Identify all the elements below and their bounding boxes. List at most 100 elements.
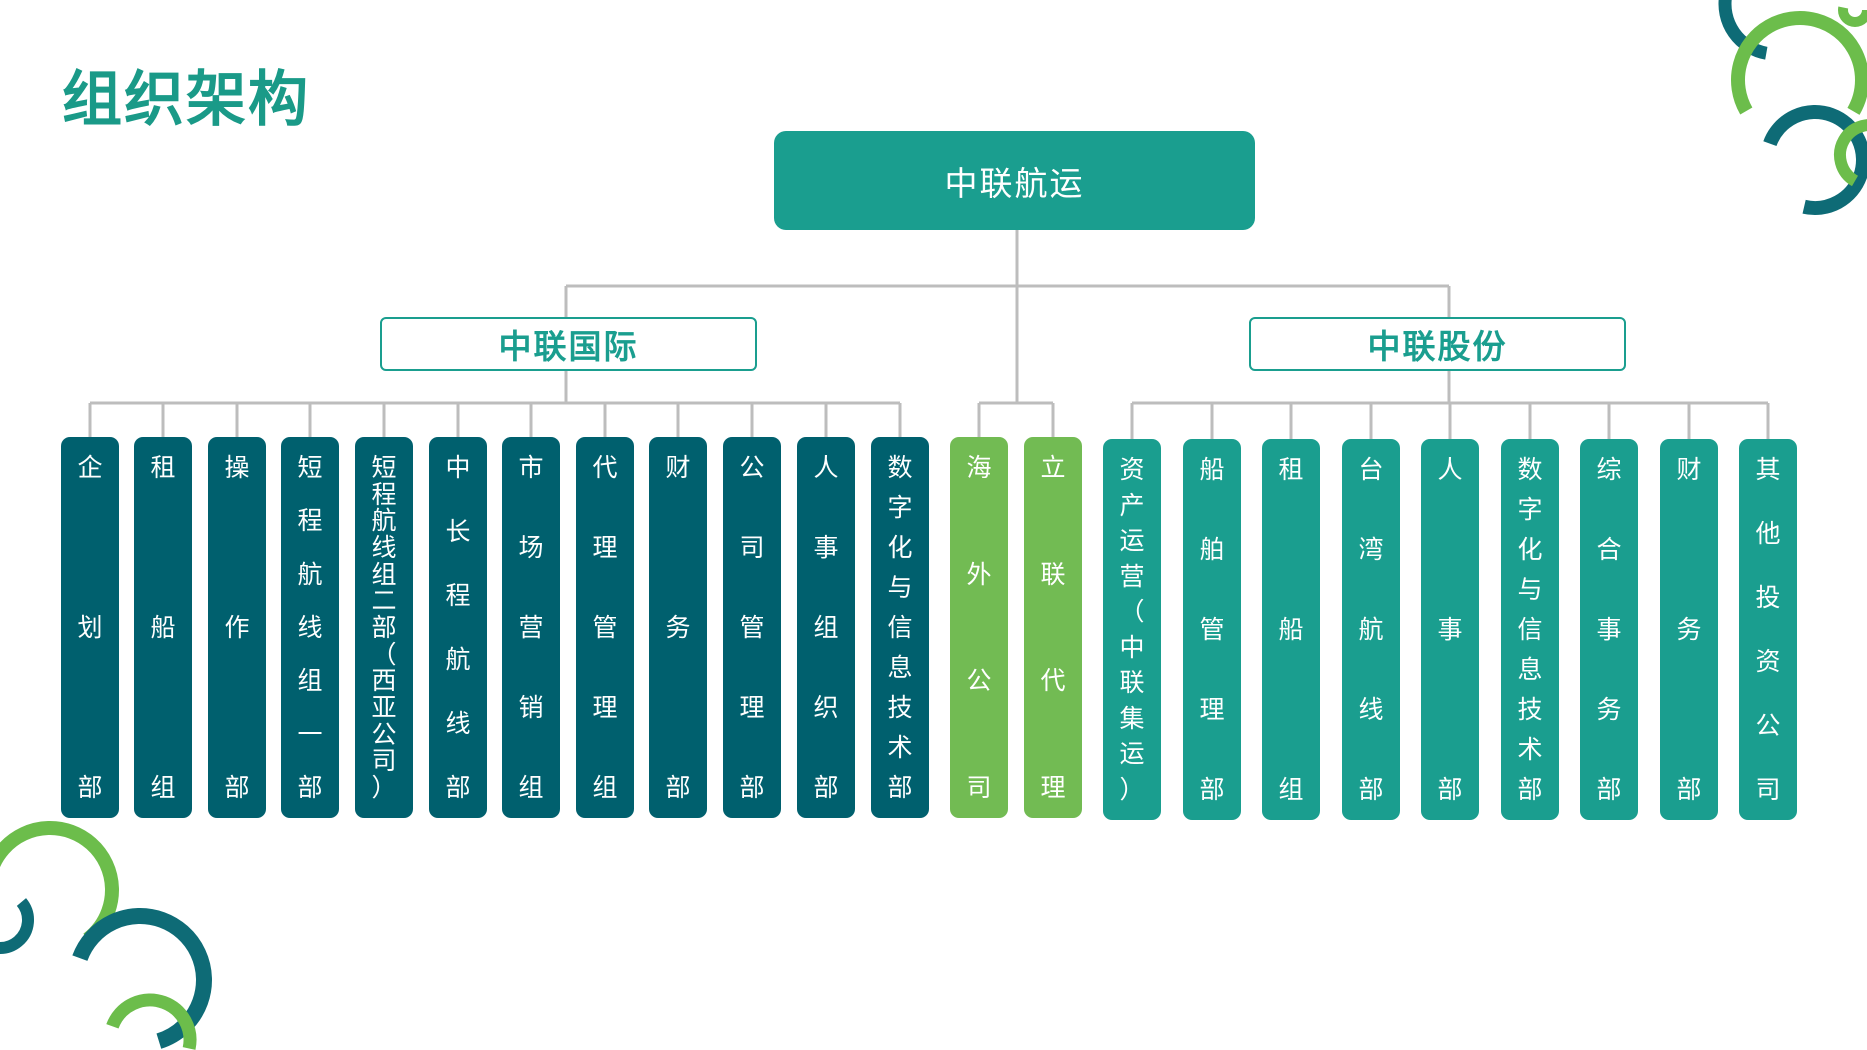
department-char: 海 [966, 453, 992, 482]
department-char: 运 [1119, 739, 1145, 769]
department-char: 理 [592, 693, 618, 722]
department-char: 线 [1358, 695, 1384, 724]
department-char: 人 [1437, 455, 1463, 484]
branch-node-label: 中联国际 [498, 327, 639, 366]
department-char: 事 [813, 533, 839, 562]
department-shares-7: 综合事务部 [1580, 439, 1638, 820]
department-char: 场 [518, 533, 544, 562]
department-char: 航 [1358, 615, 1384, 644]
department-shares-1: 资产运营（中联集运） [1103, 439, 1161, 820]
department-shares-3: 租船组 [1262, 439, 1320, 820]
department-intl-5: 短程航线组二部（西亚公司） [355, 437, 413, 818]
department-char: 化 [887, 533, 913, 562]
department-char: 管 [592, 613, 618, 642]
department-char: 部 [445, 773, 471, 802]
department-char: 理 [739, 693, 765, 722]
department-char: 航 [371, 506, 397, 536]
department-char: 财 [1676, 455, 1702, 484]
department-char: 司 [371, 746, 397, 776]
department-char: 化 [1517, 535, 1543, 564]
department-char: 务 [1596, 695, 1622, 724]
department-char: 联 [1119, 668, 1145, 698]
department-char: 技 [1517, 695, 1543, 724]
department-char: 合 [1596, 535, 1622, 564]
department-char: 管 [1199, 615, 1225, 644]
department-intl-9: 财务部 [649, 437, 707, 818]
department-char: 数 [1517, 455, 1543, 484]
department-char: 务 [1676, 615, 1702, 644]
department-char: 长 [445, 517, 471, 546]
department-char: ） [1119, 774, 1145, 804]
department-char: 台 [1358, 455, 1384, 484]
department-char: 营 [518, 613, 544, 642]
department-char: 船 [150, 613, 176, 642]
branch-node-label: 中联股份 [1367, 327, 1508, 366]
department-char: 操 [224, 453, 250, 482]
department-char: 亚 [371, 692, 397, 722]
department-shares-6: 数字化与信息技术部 [1501, 439, 1559, 820]
branch-node-zhonglian-intl: 中联国际 [380, 317, 757, 371]
department-char: 字 [1517, 495, 1543, 524]
department-intl-7: 市场营销组 [502, 437, 560, 818]
department-char: 作 [224, 613, 250, 642]
department-shares-2: 船舶管理部 [1183, 439, 1241, 820]
department-char: 息 [887, 653, 913, 682]
department-char: 部 [887, 773, 913, 802]
department-char: 程 [297, 506, 323, 536]
department-char: 外 [966, 559, 992, 589]
department-char: 部 [297, 772, 323, 802]
department-char: 部 [1517, 775, 1543, 804]
department-char: 部 [224, 773, 250, 802]
department-char: ） [371, 772, 397, 802]
department-char: 技 [887, 693, 913, 722]
department-char: 术 [1517, 735, 1543, 764]
department-char: 公 [966, 666, 992, 696]
department-char: 投 [1755, 583, 1781, 612]
department-char: 组 [518, 773, 544, 802]
department-char: 湾 [1358, 535, 1384, 564]
department-char: 与 [1517, 575, 1543, 604]
department-char: 程 [371, 479, 397, 509]
department-char: 部 [813, 773, 839, 802]
department-char: 公 [739, 453, 765, 482]
department-char: 线 [445, 709, 471, 738]
department-intl-8: 代理管理组 [576, 437, 634, 818]
department-char: 务 [665, 613, 691, 642]
department-char: 组 [1278, 775, 1304, 804]
department-char: 舶 [1199, 535, 1225, 564]
department-char: （ [1119, 597, 1145, 627]
department-char: 企 [77, 453, 103, 482]
department-char: 船 [1199, 455, 1225, 484]
department-char: 短 [371, 453, 397, 482]
department-char: 理 [592, 533, 618, 562]
root-node-label: 中联航运 [944, 163, 1085, 203]
department-char: 组 [297, 666, 323, 696]
department-direct-2: 立联代理 [1024, 437, 1082, 818]
department-char: 公 [1755, 711, 1781, 740]
department-char: 人 [813, 453, 839, 482]
department-char: 船 [1278, 615, 1304, 644]
department-char: 联 [1040, 559, 1066, 589]
department-char: 其 [1755, 455, 1781, 484]
department-char: 线 [297, 612, 323, 642]
department-char: 部 [1199, 775, 1225, 804]
department-char: 中 [445, 453, 471, 482]
department-char: 资 [1755, 647, 1781, 676]
department-char: 一 [297, 719, 323, 749]
department-char: 营 [1119, 561, 1145, 591]
department-char: 市 [518, 453, 544, 482]
department-char: 部 [77, 773, 103, 802]
department-char: 部 [665, 773, 691, 802]
department-char: 航 [297, 559, 323, 589]
department-char: 代 [592, 453, 618, 482]
department-direct-1: 海外公司 [950, 437, 1008, 818]
department-char: 公 [371, 719, 397, 749]
department-char: 资 [1119, 455, 1145, 484]
department-char: 管 [739, 613, 765, 642]
department-char: 组 [371, 559, 397, 589]
department-char: 信 [1517, 615, 1543, 644]
department-shares-9: 其他投资公司 [1739, 439, 1797, 820]
department-char: 字 [887, 493, 913, 522]
department-char: 术 [887, 733, 913, 762]
department-char: 租 [150, 453, 176, 482]
